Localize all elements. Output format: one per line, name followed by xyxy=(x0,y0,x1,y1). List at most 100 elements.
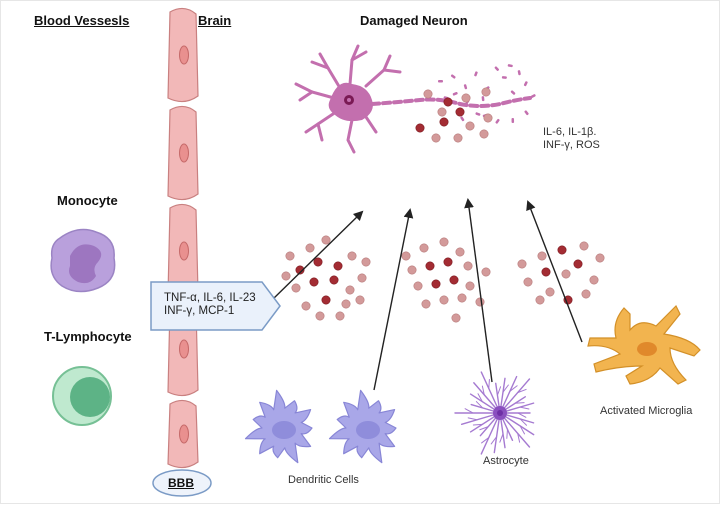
cytokine-particle xyxy=(439,237,449,247)
dendritic-cells-icon xyxy=(244,389,397,464)
neuron-fragment xyxy=(523,81,528,87)
cytokine-particle xyxy=(449,275,459,285)
cytokine-particle xyxy=(463,261,473,271)
cytokine-particle xyxy=(465,281,475,291)
cytokine-particle xyxy=(431,279,441,289)
cytokine-particle xyxy=(517,259,527,269)
endothelial-cell xyxy=(167,105,199,201)
neuron-fragment xyxy=(530,94,536,98)
cytokine-particle xyxy=(315,311,325,321)
activated-microglia-icon xyxy=(587,304,701,385)
activated-microglia-label: Activated Microglia xyxy=(600,405,693,417)
cytokine-particle xyxy=(321,235,331,245)
cytokine-particle xyxy=(461,93,471,103)
neuron-fragment xyxy=(495,118,500,124)
endothelial-cell xyxy=(167,399,199,469)
cytokine-line: INF-γ, MCP-1 xyxy=(164,305,235,317)
monocyte-icon xyxy=(50,228,116,293)
dendritic-cell xyxy=(244,389,313,464)
neuron-mediators: IL-6, IL-1β. INF-γ, ROS xyxy=(543,126,600,152)
cytokine-particle xyxy=(335,311,345,321)
cytokine-particle xyxy=(535,295,545,305)
cytokine-particle xyxy=(401,251,411,261)
cytokine-particle xyxy=(345,285,355,295)
cytokine-particle xyxy=(321,295,331,305)
bbb-badge xyxy=(152,469,212,497)
cytokine-particle xyxy=(573,259,583,269)
endothelial-cell xyxy=(167,7,199,103)
cytokine-particle xyxy=(425,261,435,271)
astrocyte-icon xyxy=(454,371,535,455)
cytokine-particle xyxy=(361,257,371,267)
neuron-fragment xyxy=(524,110,529,116)
cytokine-line: TNF-α, IL-6, IL-23 xyxy=(164,292,256,304)
cytokine-particle xyxy=(479,129,489,139)
arrow-dendritic-to-neuron xyxy=(373,208,414,391)
arrow-microglia-to-neuron xyxy=(526,200,583,343)
neuron-fragment xyxy=(452,91,458,96)
cytokine-particle xyxy=(483,113,493,123)
neuron-fragment xyxy=(494,66,499,71)
blood-vessels-label: Blood Vessesls xyxy=(34,13,130,28)
cytokine-particle xyxy=(443,97,453,107)
t-lymphocyte-label: T-Lymphocyte xyxy=(44,329,132,344)
cytokine-particle xyxy=(407,265,417,275)
cytokine-particle xyxy=(451,313,461,323)
cytokine-particle xyxy=(285,251,295,261)
cytokine-particle xyxy=(481,87,491,97)
cytokine-particle xyxy=(415,123,425,133)
cytokine-particle xyxy=(295,265,305,275)
cytokine-box-text: TNF-α, IL-6, IL-23 INF-γ, MCP-1 xyxy=(164,292,256,318)
cytokine-particle xyxy=(437,107,447,117)
neuron-fragment xyxy=(450,74,456,79)
neuron-fragment xyxy=(507,64,513,68)
neuron-fragment xyxy=(511,118,515,124)
cytokine-particle xyxy=(423,89,433,99)
damaged-neuron-icon xyxy=(294,44,532,154)
cytokine-particle xyxy=(595,253,605,263)
cytokine-particle xyxy=(557,245,567,255)
cytokine-particle xyxy=(481,267,491,277)
arrow-astrocyte-to-neuron xyxy=(464,198,493,383)
cytokine-particle xyxy=(313,257,323,267)
astrocyte-label: Astrocyte xyxy=(483,455,529,467)
neuron-fragment xyxy=(475,112,481,116)
monocyte-label: Monocyte xyxy=(57,193,118,208)
cytokine-box xyxy=(150,281,281,331)
cytokine-particle xyxy=(413,281,423,291)
dendritic-cell xyxy=(328,389,397,464)
cytokine-particle xyxy=(421,299,431,309)
cytokine-particle xyxy=(455,247,465,257)
cytokine-particle xyxy=(355,295,365,305)
neuron-fragment xyxy=(501,76,507,79)
cytokine-particle xyxy=(475,297,485,307)
cytokine-particle xyxy=(419,243,429,253)
cytokine-particle xyxy=(357,273,367,283)
cytokine-particle xyxy=(561,269,571,279)
neuron-fragment xyxy=(481,96,485,102)
cytokine-particle xyxy=(545,287,555,297)
cytokine-particle xyxy=(281,271,291,281)
damaged-neuron-label: Damaged Neuron xyxy=(360,13,468,28)
endothelial-cell xyxy=(167,203,199,299)
cytokine-particle xyxy=(589,275,599,285)
cytokine-particle xyxy=(457,293,467,303)
t-lymphocyte-icon xyxy=(52,366,112,426)
cytokine-particle xyxy=(431,133,441,143)
neuron-fragment xyxy=(463,84,468,90)
cytokine-particle xyxy=(341,299,351,309)
cytokine-particle xyxy=(329,275,339,285)
cytokine-particle xyxy=(537,251,547,261)
arrow-box-to-neuron xyxy=(271,210,364,301)
cytokine-particle xyxy=(465,121,475,131)
cytokine-particle xyxy=(455,107,465,117)
bbb-label: BBB xyxy=(168,476,194,490)
neuron-fragment xyxy=(474,71,478,77)
arrows xyxy=(271,198,583,391)
cytokine-particle xyxy=(439,295,449,305)
brain-label: Brain xyxy=(198,13,232,28)
neuron-fragment xyxy=(510,90,516,95)
cytokine-particles xyxy=(281,87,605,323)
